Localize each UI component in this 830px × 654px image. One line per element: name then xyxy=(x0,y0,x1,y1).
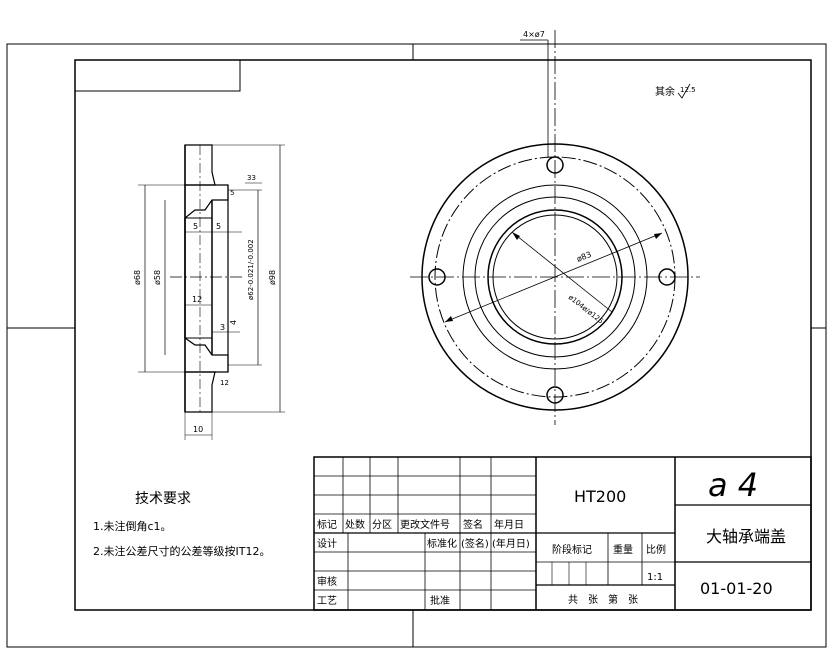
hdr-zone: 分区 xyxy=(372,519,392,531)
hole-callout-text: 4×ø7 xyxy=(523,30,545,39)
scale-value: 1:1 xyxy=(647,572,663,583)
dim-10: 10 xyxy=(193,425,203,434)
hdr-weight: 重量 xyxy=(613,543,633,556)
upper-body-section xyxy=(184,184,229,220)
roughness-value: 12.5 xyxy=(680,86,696,94)
roughness-note: 其余 xyxy=(655,85,675,98)
hdr-standardize: 标准化 xyxy=(427,537,457,550)
hdr-approve: 批准 xyxy=(430,594,450,607)
hdr-change-doc: 更改文件号 xyxy=(400,518,450,531)
dim-d83: ø83 xyxy=(575,250,592,264)
dim-r5: 5 xyxy=(230,189,234,197)
title-block: 标记 处数 分区 更改文件号 签名 年月日 设计 标准化 (签名) (年月日) … xyxy=(313,456,812,611)
dim-3: 3 xyxy=(220,323,225,332)
part-name: 大轴承端盖 xyxy=(706,527,786,546)
hdr-process: 工艺 xyxy=(317,595,337,607)
hdr-date-paren: (年月日) xyxy=(492,537,530,550)
section-view: ø68 ø58 ø62-0.021/-0.002 ø98 5 5 12 3 4 … xyxy=(133,144,285,440)
dim-33: 33 xyxy=(247,174,256,182)
lower-body-section xyxy=(184,336,229,373)
dim-98: ø98 xyxy=(268,270,277,285)
hdr-sign: 签名 xyxy=(463,518,483,531)
dim-4: 4 xyxy=(229,320,238,325)
hdr-date: 年月日 xyxy=(494,518,524,531)
roughness-symbol xyxy=(677,83,691,99)
tech-req-title: 技术要求 xyxy=(135,491,191,507)
material-text: HT200 xyxy=(574,487,626,506)
outer-border xyxy=(6,43,827,648)
hdr-sign-paren: (签名) xyxy=(461,537,489,550)
tech-req-item-1: 1.未注倒角c1。 xyxy=(93,519,172,533)
hdr-stage-mark: 阶段标记 xyxy=(552,543,592,556)
dim-68: ø68 xyxy=(133,270,142,285)
company-mark: a 4 xyxy=(708,466,758,504)
arrow-d125a xyxy=(654,233,662,239)
d125-leader xyxy=(444,232,663,323)
dim-58: ø58 xyxy=(153,270,162,285)
dim-62: ø62-0.021/-0.002 xyxy=(247,239,255,300)
d83-leader xyxy=(511,231,613,313)
hdr-sheets: 共 张 第 张 xyxy=(568,593,638,606)
code-box xyxy=(74,59,241,92)
drawing-number: 01-01-20 xyxy=(700,579,773,598)
arrow-d125b xyxy=(445,316,453,322)
hdr-mark: 标记 xyxy=(317,519,337,531)
arrow-d83 xyxy=(512,232,520,240)
dim-5b: 5 xyxy=(216,222,221,231)
dim-12: 12 xyxy=(192,295,202,304)
dim-r12: 12 xyxy=(220,379,229,387)
hdr-ratio: 比例 xyxy=(646,543,666,556)
dim-5a: 5 xyxy=(193,222,198,231)
hdr-design: 设计 xyxy=(317,537,337,550)
hdr-count: 处数 xyxy=(345,518,365,531)
dim-d104: ø104ø/ø125 xyxy=(567,293,605,325)
tech-req-item-2: 2.未注公差尺寸的公差等级按IT12。 xyxy=(93,544,270,558)
hdr-review: 审核 xyxy=(317,575,337,588)
